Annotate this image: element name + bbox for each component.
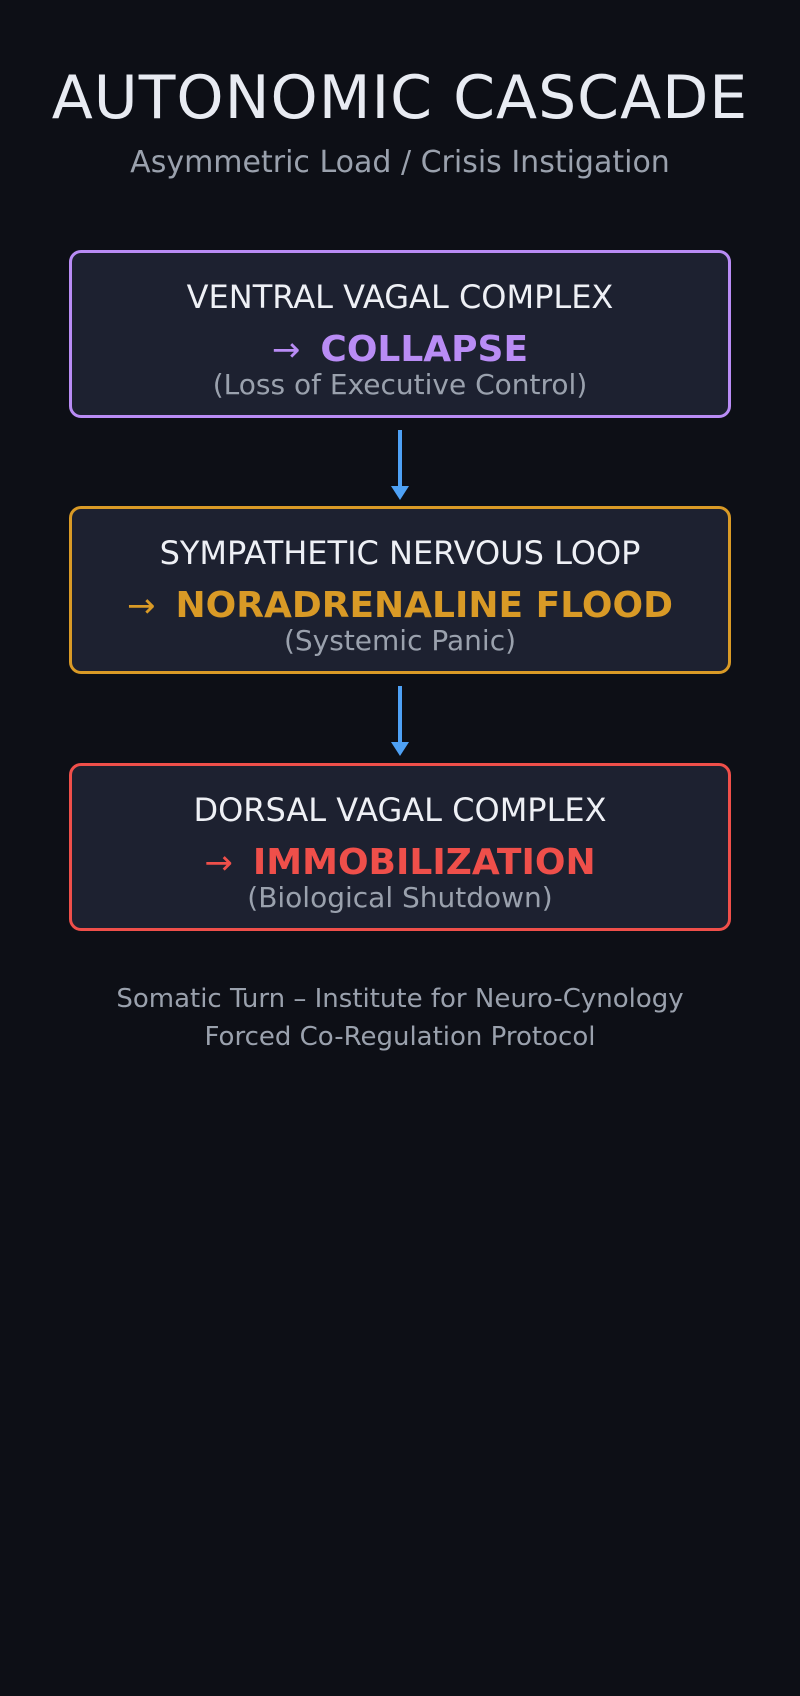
stage-name: SYMPATHETIC NERVOUS LOOP	[159, 534, 641, 572]
stage-effect-label: NORADRENALINE FLOOD	[175, 585, 673, 626]
down-arrow-connector	[391, 430, 409, 500]
stage-ventral-vagal: VENTRAL VAGAL COMPLEX → COLLAPSE (Loss of…	[69, 250, 731, 418]
diagram-subtitle: Asymmetric Load / Crisis Instigation	[130, 145, 670, 180]
stage-effect-label: IMMOBILIZATION	[252, 842, 596, 883]
right-arrow-icon: →	[271, 330, 301, 370]
footer-institute: Somatic Turn – Institute for Neuro-Cynol…	[116, 984, 684, 1014]
stage-effect: → IMMOBILIZATION	[72, 841, 728, 885]
stage-effect: → NORADRENALINE FLOOD	[72, 584, 728, 628]
right-arrow-icon: →	[127, 586, 156, 626]
stage-name: VENTRAL VAGAL COMPLEX	[186, 278, 614, 316]
stage-note: (Biological Shutdown)	[247, 881, 553, 914]
stage-effect-label: COLLAPSE	[320, 329, 529, 370]
stage-effect: → COLLAPSE	[72, 328, 728, 372]
footer-protocol: Forced Co-Regulation Protocol	[204, 1022, 596, 1052]
down-arrow-connector	[391, 686, 409, 756]
diagram-title: AUTONOMIC CASCADE	[51, 63, 749, 133]
stage-note: (Loss of Executive Control)	[212, 368, 588, 401]
stage-note: (Systemic Panic)	[283, 624, 517, 657]
right-arrow-icon: →	[204, 843, 233, 883]
stage-sympathetic: SYMPATHETIC NERVOUS LOOP → NORADRENALINE …	[69, 506, 731, 674]
stage-dorsal-vagal: DORSAL VAGAL COMPLEX → IMMOBILIZATION (Bi…	[69, 763, 731, 931]
stage-name: DORSAL VAGAL COMPLEX	[193, 791, 607, 829]
